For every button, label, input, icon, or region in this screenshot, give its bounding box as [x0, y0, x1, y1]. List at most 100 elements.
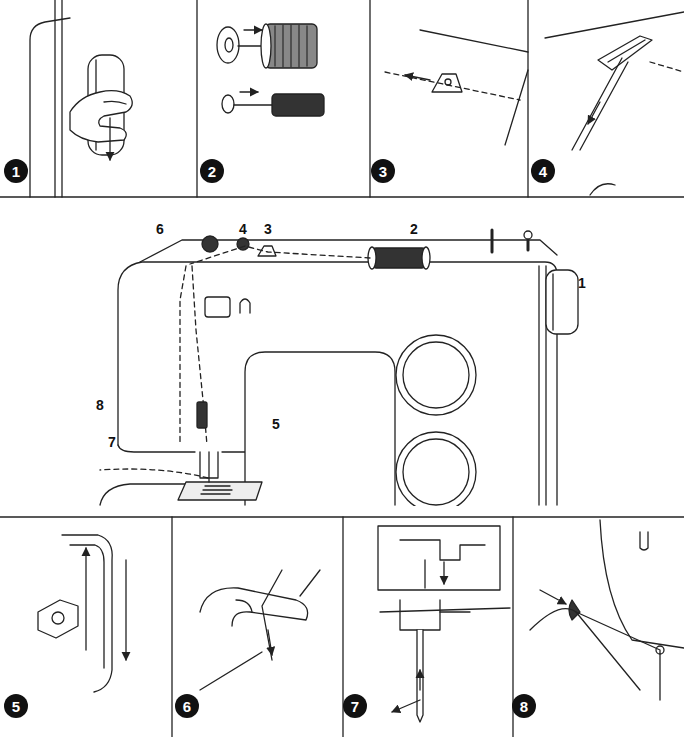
step-number: 6	[175, 694, 199, 718]
thread	[262, 570, 282, 660]
tension-slot	[608, 40, 645, 62]
thread	[530, 609, 640, 690]
arm-opening	[245, 352, 395, 505]
spool	[372, 248, 426, 268]
pin-top	[524, 231, 532, 239]
guide-housing	[200, 588, 308, 626]
needle	[417, 630, 423, 722]
step-badge: 8	[512, 694, 536, 718]
step-badge: 6	[175, 694, 199, 718]
panel-divider	[171, 517, 172, 737]
thread-guide	[432, 74, 462, 92]
guide-hole	[445, 79, 451, 85]
clamp-screw	[440, 611, 470, 612]
length-dial	[396, 432, 476, 512]
badge-circle	[200, 159, 224, 183]
thread	[650, 62, 684, 72]
machine-edge	[61, 0, 62, 197]
side-mark	[640, 532, 648, 550]
badge-circle	[371, 159, 395, 183]
callout-number: 6	[156, 222, 164, 236]
stitch-dial	[396, 335, 476, 415]
thread-arrow	[268, 630, 272, 655]
thread-path	[180, 266, 186, 445]
badge-circle	[512, 694, 536, 718]
thread-path	[192, 266, 207, 445]
step-badge: 7	[343, 694, 367, 718]
spool-pin	[234, 104, 272, 105]
presser-screw	[656, 646, 664, 654]
small-cap	[222, 95, 234, 113]
thread-arrow	[588, 102, 600, 124]
step-badge: 4	[531, 159, 555, 183]
bed	[100, 484, 190, 505]
pressure-knob	[202, 236, 218, 252]
guide-hook	[236, 600, 252, 612]
spool-pin	[491, 230, 494, 252]
machine-side	[538, 266, 539, 505]
head-bottom	[118, 445, 195, 452]
push-arrow	[240, 91, 258, 92]
tension-knob	[237, 238, 249, 250]
machine-part	[590, 184, 615, 195]
machine-edge	[300, 570, 320, 596]
step-number: 1	[4, 159, 28, 183]
callout-number: 7	[108, 435, 116, 449]
callout-number: 2	[410, 222, 418, 236]
spool-flange	[261, 24, 271, 68]
badge-circle	[343, 694, 367, 718]
panel-divider	[527, 0, 528, 197]
panel-divider	[0, 516, 684, 517]
needle	[208, 452, 209, 482]
needle-plate	[178, 482, 262, 500]
hand	[70, 91, 132, 142]
machine-edge	[54, 0, 55, 197]
dial-ring	[403, 342, 469, 408]
inset-frame	[378, 526, 500, 590]
step-badge: 2	[200, 159, 224, 183]
thread-windings	[275, 25, 307, 67]
head-bottom	[222, 451, 245, 452]
spool-flange	[422, 247, 430, 269]
thread-arrow	[419, 670, 420, 690]
feed-dogs	[201, 486, 232, 494]
step-badge: 1	[4, 159, 28, 183]
thread-guide	[258, 246, 276, 256]
thread-arrow	[85, 548, 86, 650]
needle-clamp	[400, 600, 440, 630]
turn-arrow	[109, 118, 110, 160]
thread	[380, 608, 510, 612]
spool-cap-hole	[225, 38, 233, 52]
machine-edge	[505, 70, 528, 145]
step-number: 8	[512, 694, 536, 718]
machine-top-edge	[420, 30, 528, 52]
thread-path	[190, 246, 370, 264]
thread	[385, 72, 520, 100]
callout-number: 4	[239, 222, 247, 236]
callout-number: 3	[264, 222, 272, 236]
push-arrow	[244, 29, 262, 30]
machine-top-edge	[545, 12, 684, 38]
thread-arrow	[125, 560, 126, 660]
step-number: 3	[371, 159, 395, 183]
handwheel-rim	[552, 274, 553, 330]
badge-circle	[4, 694, 28, 718]
machine-body	[118, 262, 557, 505]
tension-disc	[598, 36, 652, 70]
take-up-lever	[197, 402, 207, 428]
badge-circle	[175, 694, 199, 718]
callout-number: 1	[578, 276, 586, 290]
thread	[576, 612, 660, 700]
lever-eye	[52, 612, 64, 624]
take-up-lever	[38, 600, 78, 638]
dial-ring	[403, 439, 469, 505]
spool-cap	[217, 27, 239, 63]
machine-edge	[30, 18, 70, 197]
clamp-detail	[400, 540, 485, 560]
thread	[572, 58, 622, 150]
step-badge: 3	[371, 159, 395, 183]
badge-circle	[531, 159, 555, 183]
